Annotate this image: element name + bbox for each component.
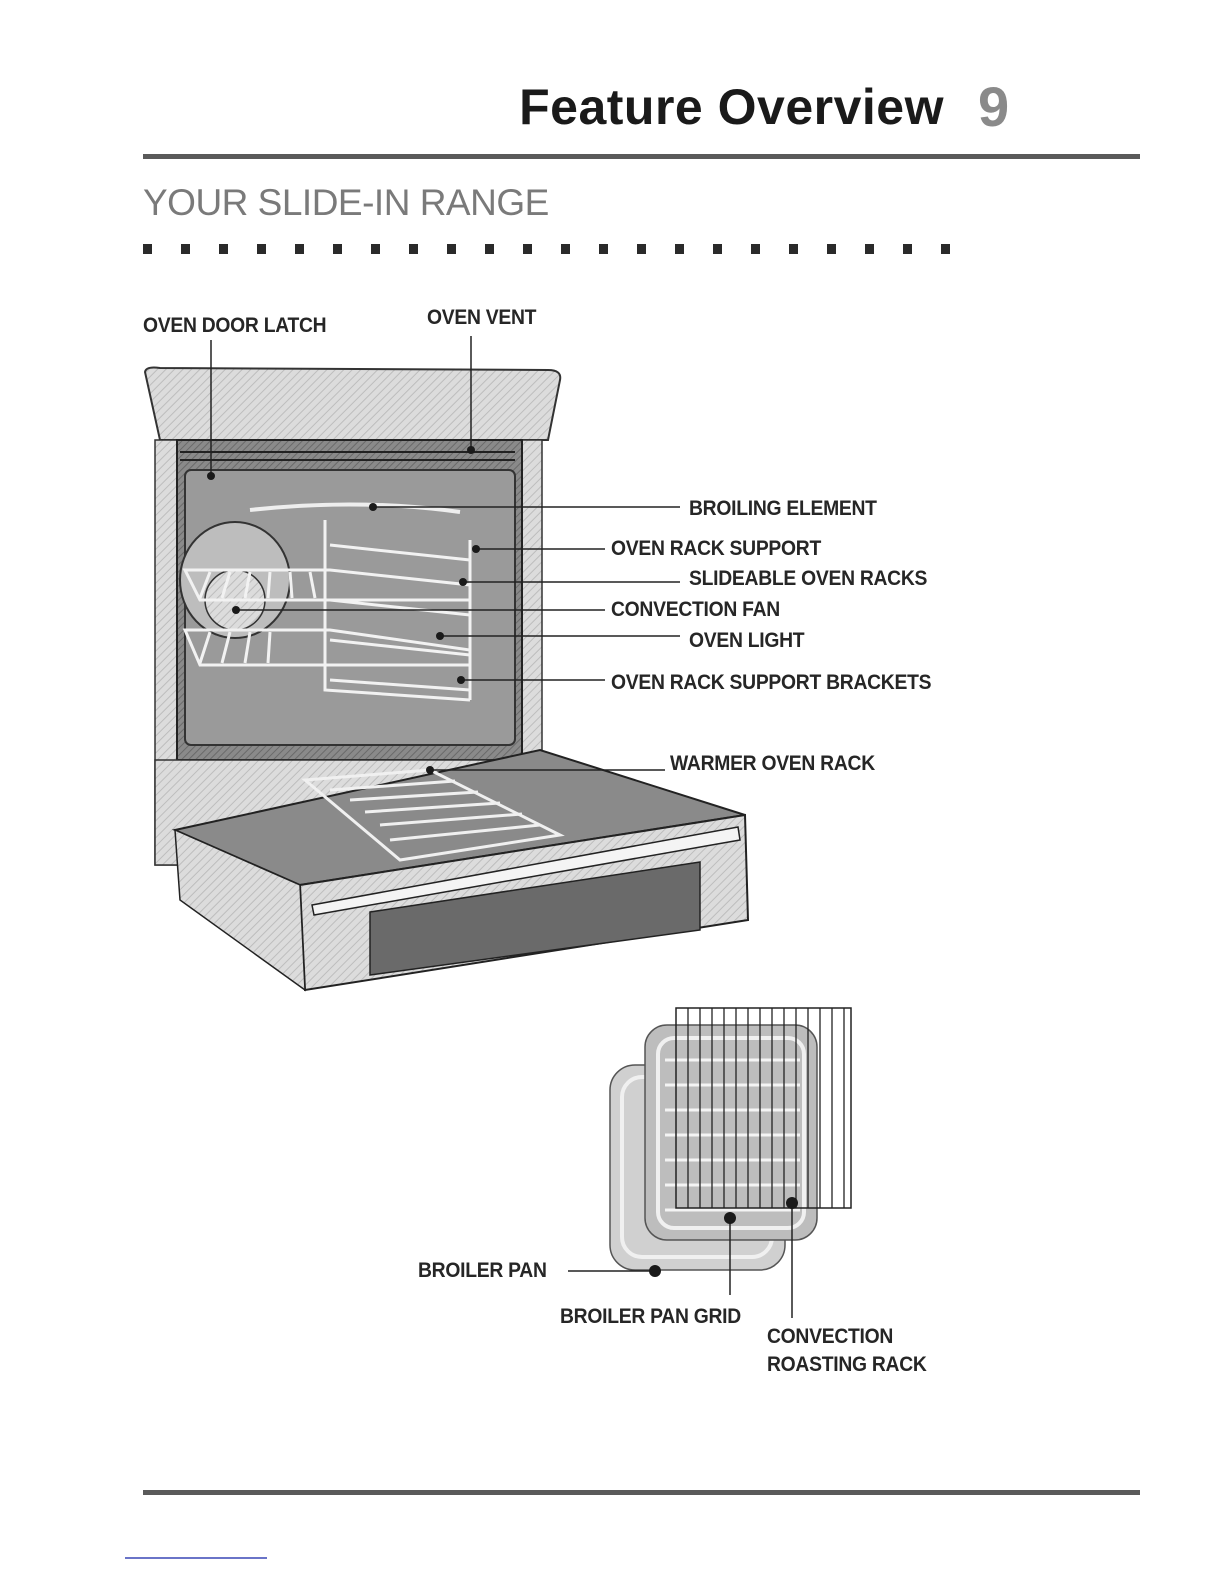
- label-slideable-oven-racks: SLIDEABLE OVEN RACKS: [689, 567, 927, 591]
- label-broiling-element: BROILING ELEMENT: [689, 497, 877, 521]
- label-convection-line2: ROASTING RACK: [767, 1353, 927, 1377]
- footer-rule: [143, 1490, 1140, 1495]
- label-warmer-oven-rack: WARMER OVEN RACK: [670, 752, 875, 776]
- footer-link-underline: [125, 1557, 267, 1559]
- label-oven-vent: OVEN VENT: [427, 306, 536, 330]
- label-oven-door-latch: OVEN DOOR LATCH: [143, 314, 326, 338]
- label-broiler-pan: BROILER PAN: [418, 1259, 547, 1283]
- label-oven-rack-support: OVEN RACK SUPPORT: [611, 537, 821, 561]
- label-convection-line1: CONVECTION: [767, 1325, 893, 1349]
- label-broiler-pan-grid: BROILER PAN GRID: [560, 1305, 741, 1329]
- label-oven-light: OVEN LIGHT: [689, 629, 804, 653]
- label-convection-fan: CONVECTION FAN: [611, 598, 780, 622]
- label-oven-rack-support-brackets: OVEN RACK SUPPORT BRACKETS: [611, 671, 931, 695]
